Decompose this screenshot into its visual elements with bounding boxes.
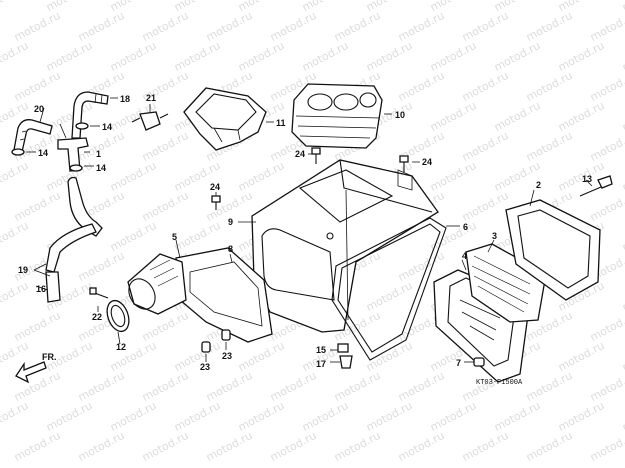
breather-hose-18 (71, 91, 109, 139)
cleaner-cover-2 (505, 199, 601, 301)
callout-2: 2 (536, 180, 541, 190)
breather-hose-20 (13, 119, 53, 153)
collar-7 (473, 357, 485, 367)
callout-15: 15 (316, 345, 326, 355)
direction-label: FR. (42, 352, 57, 362)
callout-6: 6 (463, 222, 468, 232)
callout-21: 21 (146, 93, 156, 103)
grommet-23 (201, 329, 231, 353)
sensor-21 (131, 111, 169, 131)
intake-funnel-10 (291, 83, 383, 149)
duct-cover-11 (183, 87, 267, 151)
drain-tube-19 (45, 176, 103, 273)
callout-19: 19 (18, 265, 28, 275)
front-direction-arrow: FR. (15, 352, 57, 384)
callout-24-mid: 24 (295, 149, 305, 159)
callout-7: 7 (456, 358, 461, 368)
callout-14-bottom: 14 (96, 163, 106, 173)
callout-23-left: 23 (200, 362, 210, 372)
drain-plug-16 (45, 271, 61, 303)
callout-4: 4 (462, 251, 467, 261)
callout-3: 3 (492, 231, 497, 241)
callout-13: 13 (582, 174, 592, 184)
callout-9: 9 (228, 217, 233, 227)
hose-clip-14 (11, 122, 89, 172)
seal-gasket-6 (331, 217, 447, 361)
connecting-tube-5 (127, 253, 187, 315)
callout-18: 18 (120, 94, 130, 104)
callout-5: 5 (172, 232, 177, 242)
band-screw-22 (89, 287, 109, 299)
callout-14-top: 14 (102, 122, 112, 132)
drawing-code: KT03-F1500A (476, 379, 523, 387)
callout-1: 1 (96, 149, 101, 159)
callout-11: 11 (276, 118, 286, 128)
callout-8: 8 (228, 244, 233, 254)
callout-14-left: 14 (38, 148, 48, 158)
callout-20: 20 (34, 104, 44, 114)
callout-22: 22 (92, 312, 102, 322)
bolt-24 (211, 147, 409, 210)
callout-16: 16 (36, 284, 46, 294)
tube-band-12 (106, 299, 130, 333)
air-cleaner-case-9 (251, 159, 439, 333)
callout-23-right: 23 (222, 351, 232, 361)
callout-24-left: 24 (210, 182, 220, 192)
callout-10: 10 (395, 110, 405, 120)
cover-screw-13 (579, 175, 613, 197)
callout-24-right: 24 (422, 157, 432, 167)
leader-lines (26, 97, 593, 363)
callout-17: 17 (316, 359, 326, 369)
callout-12: 12 (116, 342, 126, 352)
drain-plug-15-17 (337, 343, 353, 369)
side-cover-8 (175, 247, 273, 343)
